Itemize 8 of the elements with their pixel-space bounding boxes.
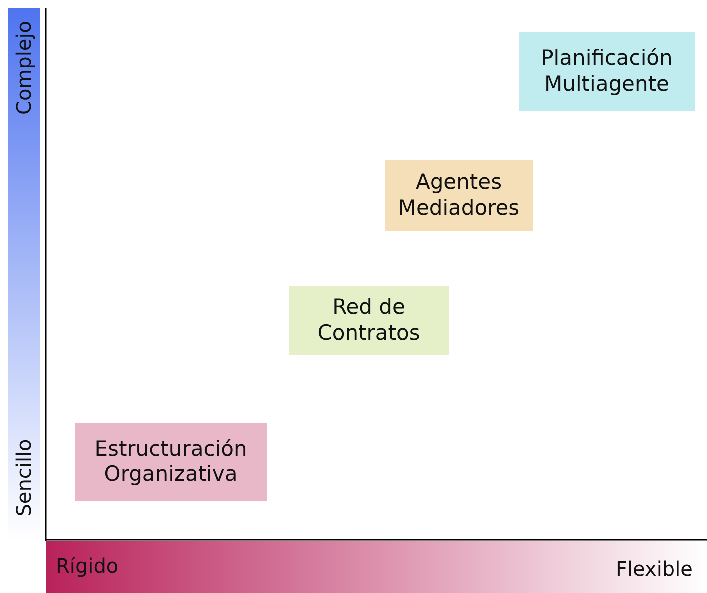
category-box: Agentes Mediadores [385, 160, 533, 231]
category-box: Estructuración Organizativa [75, 423, 267, 501]
y-axis-label: Sencillo [12, 439, 36, 517]
y-axis-label: Complejo [12, 20, 36, 116]
category-box: Red de Contratos [289, 286, 449, 355]
x-axis-label: Rígido [56, 554, 119, 578]
x-axis-label: Flexible [616, 557, 693, 581]
category-box: Planificación Multiagente [519, 32, 695, 111]
